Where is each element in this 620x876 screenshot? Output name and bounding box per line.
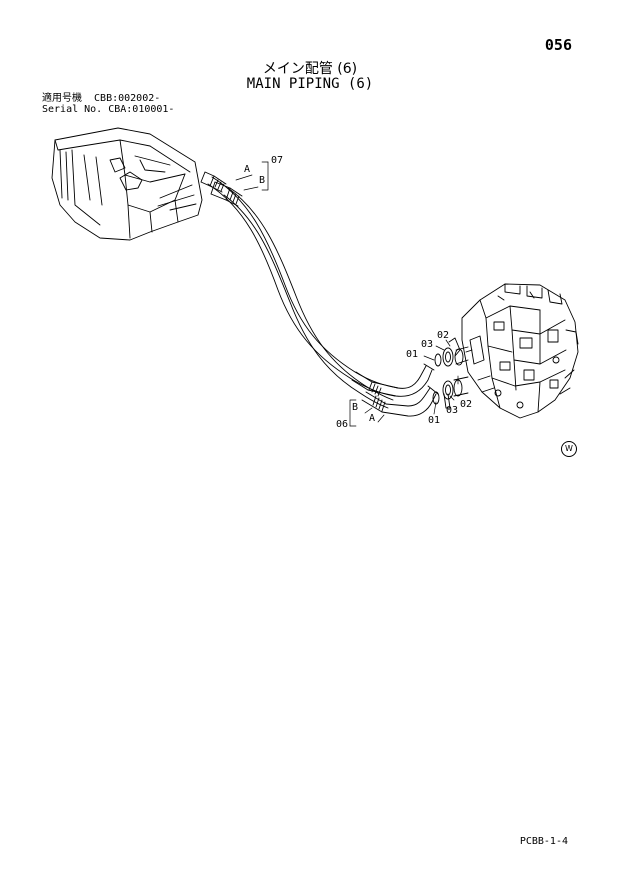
- page-number: 056: [544, 36, 572, 54]
- serial-applicability: 適用号機 CBB:002002- Serial No. CBA:010001-: [42, 93, 174, 115]
- serial-line-en: Serial No. CBA:010001-: [42, 104, 175, 115]
- excavator-illustration: [51, 127, 203, 241]
- callout-top-01: 01: [406, 349, 419, 360]
- callout-upper-a: A: [244, 164, 251, 175]
- callout-leaders: [235, 161, 459, 427]
- serial-line-jp: 適用号機 CBB:002002-: [42, 93, 161, 104]
- connection-lower: [432, 376, 469, 409]
- page-title: MAIN PIPING (6): [246, 76, 374, 92]
- callout-bottom-01: 01: [428, 415, 441, 426]
- callout-bottom-02: 02: [460, 399, 473, 410]
- connection-upper: [434, 337, 469, 367]
- copyright-mark: W: [561, 441, 577, 457]
- footer-code: PCBB-1-4: [519, 836, 568, 847]
- callout-upper-b: B: [259, 175, 266, 186]
- callout-bottom-03: 03: [446, 405, 459, 416]
- page-title-japanese: メイン配管 (6): [262, 61, 358, 77]
- callout-upper-group: 07: [271, 155, 284, 166]
- callout-top-02: 02: [437, 330, 450, 341]
- callout-lower-group: 06: [336, 419, 349, 430]
- hose-b: [210, 181, 439, 417]
- control-valve-illustration: [461, 283, 579, 419]
- callout-lower-b: B: [352, 402, 359, 413]
- callout-top-03: 03: [421, 339, 434, 350]
- callout-lower-a: A: [369, 413, 376, 424]
